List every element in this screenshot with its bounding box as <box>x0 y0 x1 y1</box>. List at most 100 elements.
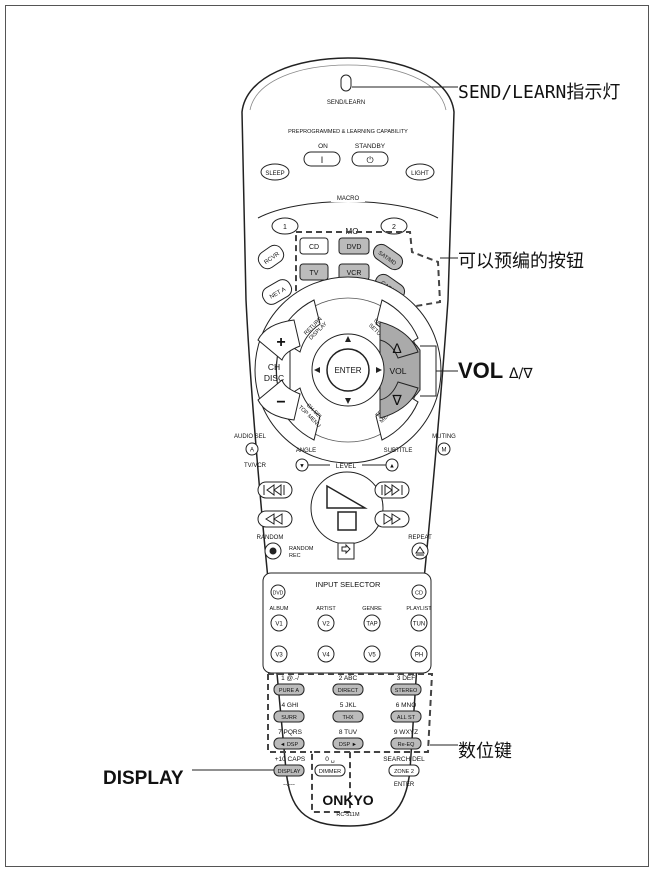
play-icon[interactable] <box>326 484 368 509</box>
direct-button[interactable] <box>332 683 364 696</box>
rcvr-button[interactable] <box>255 242 287 272</box>
tun-button[interactable] <box>410 614 428 632</box>
album-label: ALBUM <box>270 606 289 612</box>
skip-back-button[interactable] <box>257 481 293 499</box>
ch-up-button[interactable] <box>257 319 301 361</box>
k5-label: 5 JKL <box>340 702 357 709</box>
dimmer-button[interactable] <box>314 764 346 777</box>
cd-label: CD <box>309 244 319 251</box>
on-button[interactable] <box>303 151 341 167</box>
arrow-right-icon <box>376 367 382 373</box>
re-eq-button[interactable] <box>390 737 422 750</box>
level-up-button[interactable] <box>385 458 399 472</box>
muting-label: MUTING <box>432 434 456 440</box>
vol-up-button[interactable] <box>379 321 419 359</box>
standby-button[interactable] <box>351 151 389 167</box>
light-button[interactable] <box>405 163 435 181</box>
ch-minus-label: − <box>276 394 285 411</box>
k2-label: 2 ABC <box>339 675 358 682</box>
numeric-callout: 数位键 <box>458 741 512 762</box>
dvd-button[interactable] <box>338 237 370 255</box>
net-a-button[interactable] <box>260 277 295 308</box>
vcr-label: VCR <box>347 270 362 277</box>
muting-button[interactable] <box>437 442 451 456</box>
all-st-button[interactable] <box>390 710 422 723</box>
ch-down-button[interactable] <box>257 379 301 421</box>
audio-sel-sym: A <box>250 448 254 454</box>
v3-button[interactable] <box>270 645 288 663</box>
zone2-button[interactable] <box>388 764 420 777</box>
dashes-label: --/--- <box>283 782 295 788</box>
level-down-sym: ▼ <box>299 464 305 470</box>
v4-button[interactable] <box>317 645 335 663</box>
tap-button[interactable] <box>363 614 381 632</box>
level-up-sym: ▲ <box>389 464 395 470</box>
eject-icon <box>415 546 425 556</box>
sleep-button[interactable] <box>260 163 290 181</box>
v2-button[interactable] <box>317 614 335 632</box>
rewind-button[interactable] <box>257 510 293 528</box>
tv-label: TV <box>310 270 319 277</box>
enter-button[interactable] <box>326 348 370 392</box>
arrow-down-icon <box>345 398 351 404</box>
in-dvd-label: DVD <box>273 591 284 597</box>
arrow-left-icon <box>314 367 320 373</box>
vol-callout-text: VOL <box>458 358 503 383</box>
ph-button[interactable] <box>410 645 428 663</box>
audio-sel-button[interactable] <box>245 442 259 456</box>
v3-label: V3 <box>275 653 283 659</box>
numeric-box-left <box>267 674 312 753</box>
k9-label: 9 WXYZ <box>394 729 418 736</box>
v4-label: V4 <box>322 653 330 659</box>
sat-md-button[interactable] <box>370 241 405 272</box>
ch-plus-label: + <box>276 334 285 351</box>
vol-down-button[interactable] <box>379 381 419 419</box>
figure-frame <box>5 5 649 867</box>
stop-icon[interactable] <box>337 511 357 531</box>
macro-label: MACRO <box>337 196 360 202</box>
tv-vcr-label: TV/VCR <box>244 463 267 469</box>
repeat-button[interactable] <box>411 542 429 560</box>
macro-1-button[interactable] <box>271 217 299 235</box>
in-cd-button[interactable] <box>411 584 427 600</box>
audio-sel-label: AUDIO SEL <box>234 434 267 440</box>
in-dvd-button[interactable] <box>270 584 286 600</box>
repeat-square-icon <box>341 543 351 555</box>
cd-button[interactable] <box>299 237 329 255</box>
thx-button[interactable] <box>332 710 364 723</box>
vol-label: VOL <box>389 366 406 376</box>
macro-2-button[interactable] <box>380 217 408 235</box>
rewind-icon <box>265 513 283 525</box>
surr-button[interactable] <box>273 710 305 723</box>
skip-back-icon <box>263 484 285 496</box>
dsp-right-button[interactable] <box>332 737 364 750</box>
tv-button[interactable] <box>299 263 329 281</box>
ph-label: PH <box>415 653 423 659</box>
on-button-label: I <box>321 155 324 165</box>
input-selector-box <box>262 572 432 674</box>
k10-label: +10 CAPS <box>275 756 306 763</box>
repeat-label: REPEAT <box>408 535 432 541</box>
playlist-label: PLAYLIST <box>406 606 432 612</box>
tap-label: TAP <box>366 622 377 628</box>
v1-button[interactable] <box>270 614 288 632</box>
k1-label: 1 @.-/ <box>281 675 299 682</box>
vol-up-label: Δ <box>392 340 401 356</box>
capability-text: PREPROGRAMMED & LEARNING CAPABILITY <box>288 129 408 135</box>
macro-2-label: 2 <box>392 224 396 231</box>
dvd-label: DVD <box>347 244 362 251</box>
thx-label: THX <box>343 715 354 721</box>
random-rec-line1: RANDOM <box>289 546 314 552</box>
angle-label: ANGLE <box>296 448 316 454</box>
dsp-right-label: DSP ► <box>339 742 357 748</box>
dsp-left-button[interactable] <box>273 737 305 750</box>
macro-1-label: 1 <box>283 224 287 231</box>
preprogram-callout: 可以预编的按钮 <box>458 251 584 272</box>
display-callout: DISPLAY <box>103 768 184 789</box>
pure-a-label: PURE A <box>279 688 300 694</box>
stereo-label: STEREO <box>395 688 418 694</box>
level-label: LEVEL <box>336 463 357 470</box>
pure-a-button[interactable] <box>273 683 305 696</box>
stereo-button[interactable] <box>390 683 422 696</box>
v5-button[interactable] <box>363 645 381 663</box>
